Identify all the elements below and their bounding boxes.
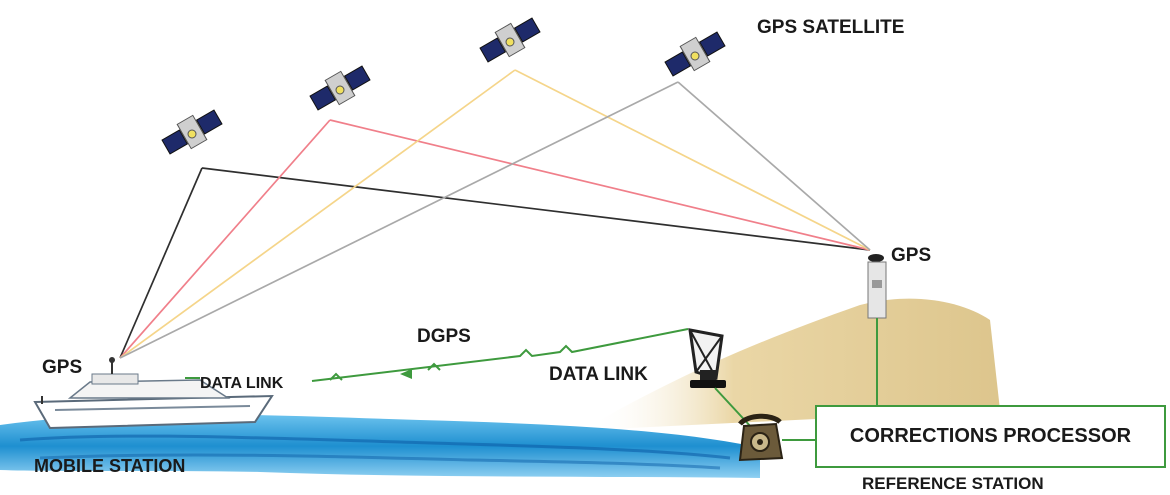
data-link-signal: [185, 328, 689, 382]
reference-station-label: REFERENCE STATION: [862, 474, 1044, 493]
land-area: [590, 298, 1000, 430]
corrections-processor-box: CORRECTIONS PROCESSOR: [815, 405, 1166, 468]
gps-receiver-icon: [867, 254, 887, 319]
telephone-icon: [738, 413, 784, 462]
signal-line-black: [119, 167, 203, 359]
satellite-icon: [664, 31, 726, 77]
signal-line-yellow: [514, 69, 871, 251]
signal-line-red: [329, 119, 871, 251]
dgps-label: DGPS: [417, 326, 471, 347]
antenna-icon: [688, 328, 726, 388]
ship-icon: [33, 357, 274, 430]
mobile-gps-label: GPS: [42, 357, 83, 378]
signal-line-gray: [119, 81, 679, 359]
signal-line-red: [119, 119, 331, 359]
data-link-arrow: [400, 369, 412, 379]
satellite-icon: [479, 17, 541, 63]
signal-line-black: [201, 167, 871, 251]
sea-wave: [19, 434, 731, 460]
ship-data-link-label: DATA LINK: [200, 375, 284, 392]
corrections-processor-label: CORRECTIONS PROCESSOR: [849, 425, 1132, 447]
satellite-icon: [309, 65, 371, 111]
gps-satellite-label: GPS SATELLITE: [757, 17, 905, 38]
signal-lines: [119, 69, 871, 359]
reference-gps-label: GPS: [891, 245, 932, 266]
mobile-station-label: MOBILE STATION: [34, 456, 186, 476]
sea-wave: [39, 453, 721, 470]
signal-line-gray: [677, 81, 871, 251]
antenna-data-link-label: DATA LINK: [549, 364, 648, 385]
signal-line-yellow: [119, 69, 516, 359]
satellite-icon: [161, 109, 223, 155]
